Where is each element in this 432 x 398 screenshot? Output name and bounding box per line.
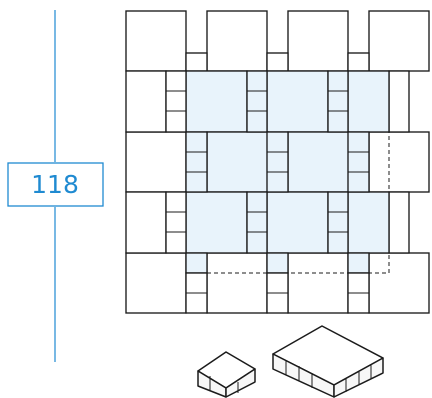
large-stone bbox=[368, 252, 430, 314]
middle-stone bbox=[388, 70, 410, 133]
highlighted-connector bbox=[246, 191, 268, 254]
large-stone bbox=[287, 10, 349, 72]
highlighted-connector bbox=[347, 131, 370, 193]
highlighted-connector bbox=[327, 191, 349, 254]
connector-divisions bbox=[166, 90, 369, 314]
highlighted-connector bbox=[327, 70, 349, 133]
repeat-outline bbox=[207, 71, 390, 274]
side-connector bbox=[165, 191, 187, 254]
large-stone bbox=[125, 131, 187, 193]
large-stone bbox=[206, 252, 268, 314]
middle-stone bbox=[388, 191, 410, 254]
side-connector bbox=[165, 70, 187, 133]
large-stone bbox=[368, 131, 430, 193]
highlighted-stone bbox=[185, 191, 248, 254]
highlighted-stone bbox=[206, 131, 269, 193]
number-label-box bbox=[7, 162, 104, 207]
highlighted-stone bbox=[347, 191, 390, 254]
middle-stone bbox=[125, 70, 167, 133]
highlighted-stone bbox=[287, 131, 350, 193]
highlighted-stone bbox=[347, 70, 390, 133]
cross-stone bbox=[266, 52, 289, 72]
highlighted-stone bbox=[185, 70, 248, 133]
large-stone bbox=[368, 10, 430, 72]
highlighted-connector bbox=[246, 70, 268, 133]
large-stone bbox=[125, 10, 187, 72]
small-paver-block bbox=[197, 351, 256, 398]
highlighted-connector bbox=[185, 131, 208, 193]
cross-stone bbox=[185, 52, 208, 72]
large-paver-block bbox=[272, 325, 384, 398]
middle-stone bbox=[125, 191, 167, 254]
number-label-text: 118 bbox=[31, 170, 79, 199]
highlighted-connector bbox=[266, 252, 289, 274]
highlighted-stone bbox=[266, 191, 329, 254]
large-stone bbox=[206, 10, 268, 72]
large-stone bbox=[125, 252, 187, 314]
highlighted-connector bbox=[347, 252, 370, 274]
large-stone bbox=[287, 252, 349, 314]
cross-stone bbox=[347, 52, 370, 72]
number-label: 118 bbox=[7, 162, 104, 207]
highlighted-connector bbox=[266, 131, 289, 193]
highlighted-stone bbox=[266, 70, 329, 133]
highlighted-connector bbox=[185, 252, 208, 274]
paving-grid bbox=[125, 10, 430, 314]
